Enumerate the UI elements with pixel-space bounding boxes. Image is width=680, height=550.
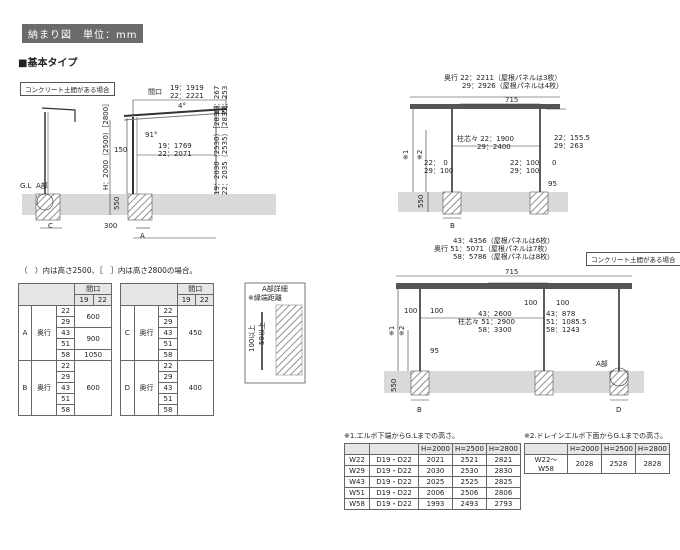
f2-top3: 58：5786（屋根パネルは8枚）	[453, 253, 555, 261]
footing-mid	[127, 193, 153, 221]
f2-a-part: A部	[596, 360, 608, 368]
concrete-label-right: コンクリート土間がある場合	[586, 252, 680, 266]
front-view-large	[384, 275, 644, 401]
f1-b: B	[450, 222, 455, 230]
f2-715: 715	[505, 268, 519, 276]
dim-550-side: 550	[113, 196, 121, 210]
dim-150: 150	[114, 146, 128, 154]
f1-95: 95	[548, 180, 557, 188]
f1-s2: 29：100	[424, 167, 454, 175]
f2-pitch1: 柱芯々 51：2900	[458, 318, 515, 326]
f2-95: 95	[430, 347, 439, 355]
side-span4: 19：1769	[158, 142, 192, 150]
angle-91: 91°	[145, 131, 158, 139]
a-part-label: A部	[36, 182, 48, 190]
paren-note: （ ）内は高さ2500、［ ］内は高さ2800の場合。	[20, 266, 197, 275]
f1-715: 715	[505, 96, 519, 104]
tbl2-title: ※2.ドレインエルボ下面からG.Lまでの高さ。	[524, 432, 668, 440]
section-title: ■基本タイプ	[18, 58, 78, 69]
f2-note1: ※1	[388, 325, 396, 336]
f2-pitch2: 58：3300	[478, 326, 512, 334]
f1-note1: ※1	[402, 149, 410, 160]
f2-100c: 100	[524, 299, 538, 307]
dim-c: C	[48, 222, 53, 230]
f2-d: D	[616, 406, 622, 414]
front-view-small	[398, 96, 568, 219]
detail-sub: ※縁端距離	[248, 294, 282, 302]
side-h-left: H：2000（2500）［2800］	[102, 99, 110, 190]
f1-zero: 0	[552, 159, 557, 167]
f2-pitch0: 43：2600	[478, 310, 512, 318]
side-h-right: 19：2030（2530）［2830］ 22：2035（2535）［2835］	[213, 101, 229, 195]
angle-4: 4°	[178, 102, 186, 110]
f1-s3: 22：100	[510, 159, 540, 167]
side-h-right-top: 19：267 22：253	[213, 85, 229, 115]
f2-100d: 100	[556, 299, 570, 307]
f2-r2: 51：1085.5	[546, 318, 587, 326]
dim-300: 300	[104, 222, 118, 230]
f2-note2: ※2	[398, 325, 406, 336]
concrete-label-left: コンクリート土間がある場合	[20, 82, 115, 96]
f2-r3: 58：1243	[546, 326, 580, 334]
f1-pitch2: 29：2400	[477, 143, 511, 151]
f1-pitch1: 柱芯々 22：1900	[457, 135, 514, 143]
f2-top1: 43：4356（屋根パネルは6枚）	[453, 237, 555, 245]
f1-550: 550	[417, 194, 425, 208]
f2-100a: 100	[404, 307, 418, 315]
page-header: 納まり図 単位：mm	[22, 24, 144, 43]
footing-left	[35, 193, 61, 221]
side-span1: 間口	[148, 88, 162, 96]
detail-50: 50以上	[258, 322, 266, 345]
f2-top2: 奥行 51：5071（屋根パネルは7枚）	[434, 245, 552, 253]
gl-label: G.L	[20, 182, 32, 190]
detail-100: 100以上	[248, 324, 256, 352]
f1-s1: 22： 0	[424, 159, 448, 167]
side-span3: 22：2221	[170, 92, 204, 100]
f1-top1: 奥行 22：2211（屋根パネルは3枚）	[444, 74, 562, 82]
f2-r1: 43：878	[546, 310, 576, 318]
dim-a: A	[140, 232, 145, 240]
f1-top2: 29：2926（屋根パネルは4枚）	[462, 82, 564, 90]
f1-s4: 29：100	[510, 167, 540, 175]
f2-550: 550	[390, 378, 398, 392]
f1-note2: ※2	[416, 149, 424, 160]
side-span2: 19：1919	[170, 84, 204, 92]
f1-right2: 29：263	[554, 142, 584, 150]
tbl1-title: ※1.エルボ下端からG.Lまでの高さ。	[344, 432, 460, 440]
f2-b: B	[417, 406, 422, 414]
f1-right1: 22：155.5	[554, 134, 590, 142]
detail-a	[244, 282, 306, 384]
f2-100b: 100	[430, 307, 444, 315]
side-view	[22, 95, 276, 239]
side-span5: 22：2071	[158, 150, 192, 158]
detail-title: A部詳細	[262, 285, 288, 293]
